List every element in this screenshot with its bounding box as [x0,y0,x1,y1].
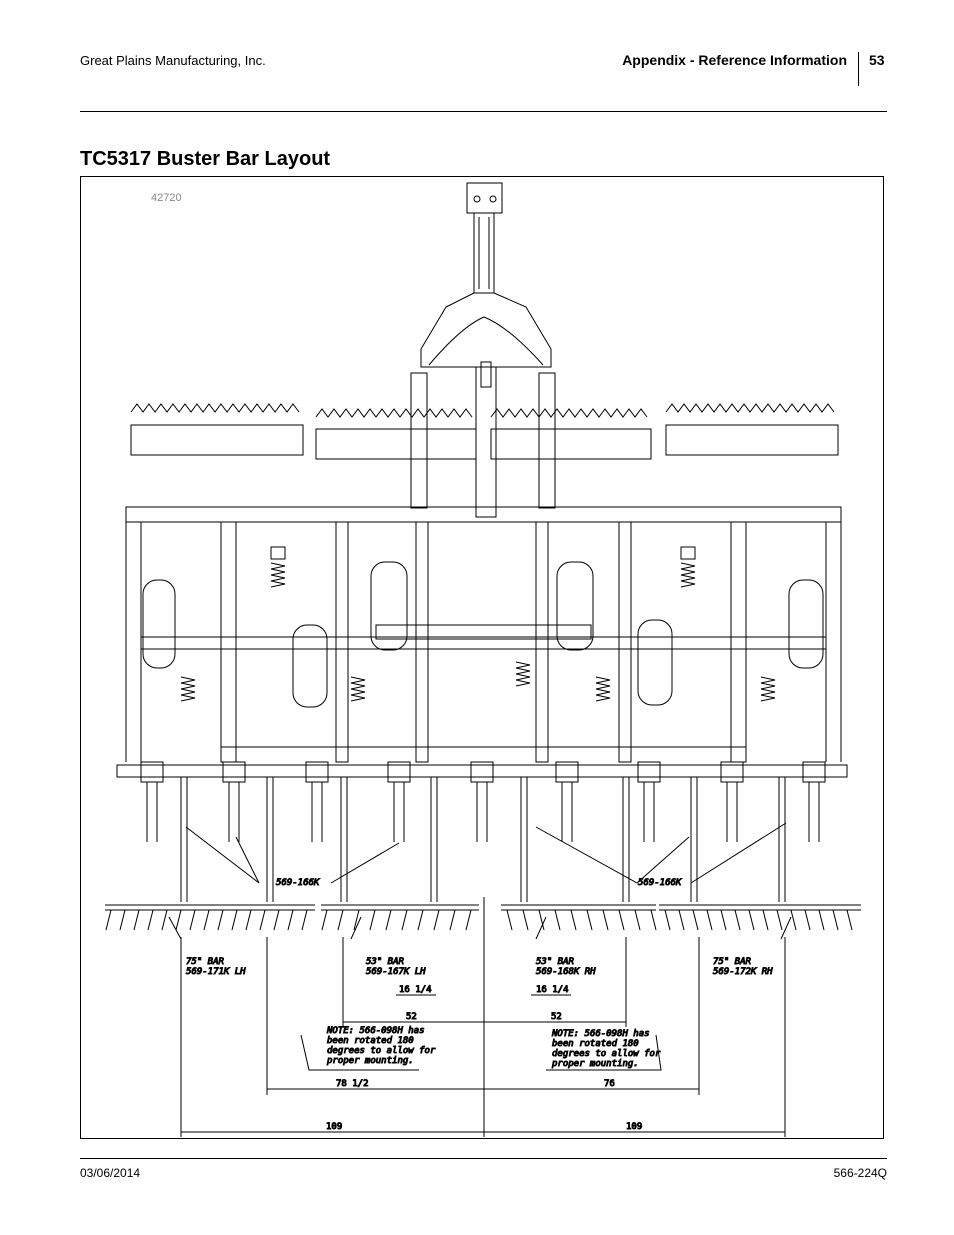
header-section: Appendix - Reference Information [622,52,847,68]
dim-16-1-4-right: 16 1/4 [536,985,569,995]
callout-leaders [168,822,792,940]
upper-gangs [130,366,839,518]
page-title: TC5317 Buster Bar Layout [80,148,331,170]
bar2-line1: 53" BAR [366,957,405,967]
note-left-line3: degrees to allow for [327,1046,436,1056]
bar2-line2: 569-167K LH [366,967,426,977]
rear-shanks [146,777,820,902]
part-label-right: 569-166K [638,878,682,888]
dim-16-1-4-left: 16 1/4 [399,985,432,995]
header-company: Great Plains Manufacturing, Inc. [80,53,266,68]
buster-bars [105,904,861,931]
dim-52-left: 52 [406,1012,417,1022]
bar4-line2: 569-172K RH [713,967,773,977]
dim-109-left: 109 [326,1122,342,1132]
bar1-line1: 75" BAR [186,957,225,967]
header-divider [858,52,859,86]
bar4-line1: 75" BAR [713,957,752,967]
note-right-line1: NOTE: 566-098H has [551,1029,650,1039]
hitch-tongue [420,182,552,388]
bar1-line2: 569-171K LH [186,967,246,977]
footer-doc-number: 566-224Q [833,1166,887,1180]
dimension-lines [180,897,786,1137]
page-number: 53 [869,52,885,68]
figure-frame: 42720 [80,176,884,1139]
header-rule [80,111,887,112]
buster-bar-drawing: 569-166K 569-166K 75" BAR 569-171K LH 53… [105,182,861,1137]
spring-shanks [180,546,776,702]
bar3-line1: 53" BAR [536,957,575,967]
bar3-line2: 569-168K RH [536,967,596,977]
figure-id: 42720 [151,192,182,204]
wheels [142,561,824,708]
note-right-line2: been rotated 180 [552,1039,639,1049]
part-label-left: 569-166K [276,878,320,888]
dim-76: 76 [604,1079,615,1089]
note-left-line2: been rotated 180 [327,1036,414,1046]
dim-78-1-2: 78 1/2 [336,1079,369,1089]
note-right-line3: degrees to allow for [552,1049,661,1059]
note-right-line4: proper mounting. [551,1059,639,1069]
dim-109-right: 109 [626,1122,642,1132]
footer-date: 03/06/2014 [80,1166,141,1180]
rear-toolbar [116,761,848,783]
footer-rule [80,1158,887,1159]
note-left-line4: proper mounting. [326,1056,414,1066]
note-left-line1: NOTE: 566-098H has [326,1026,425,1036]
dim-52-right: 52 [551,1012,562,1022]
main-frame [125,506,842,763]
